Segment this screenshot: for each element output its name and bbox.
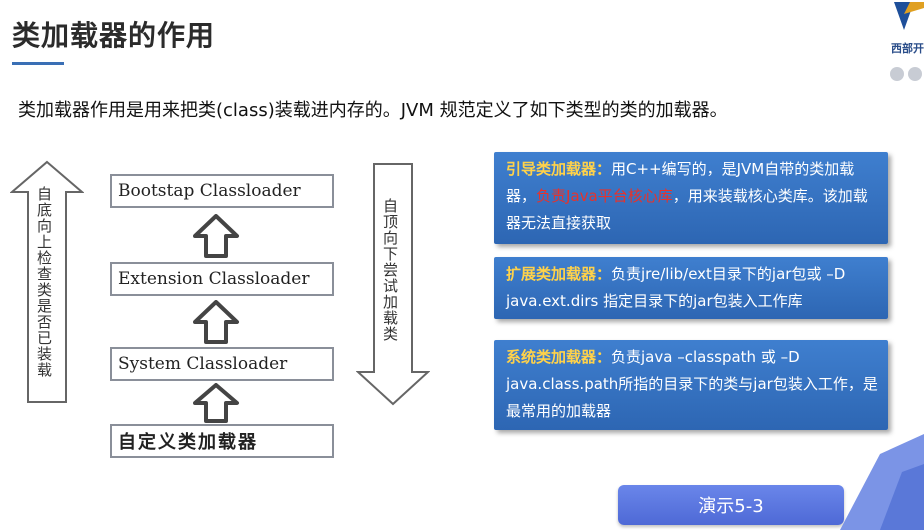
up-arrow-icon xyxy=(193,300,239,344)
bootstrap-classloader-box: Bootstap Classloader xyxy=(110,174,334,208)
custom-classloader-box: 自定义类加载器 xyxy=(110,424,334,458)
bootstrap-text-2: ，用来装载核心类库。该加载器无法直接获取 xyxy=(506,187,868,232)
nav-dot xyxy=(908,67,922,81)
demo-button[interactable]: 演示5-3 xyxy=(618,485,844,525)
slide-subtitle: 类加载器作用是用来把类(class)装载进内存的。JVM 规范定义了如下类型的类… xyxy=(18,100,728,121)
top-down-arrow-icon xyxy=(356,163,430,406)
left-arrow-label: 自底向上检查类是否已装载 xyxy=(35,186,53,378)
system-info-box: 系统类加载器：负责java –classpath 或 –D java.class… xyxy=(494,340,888,430)
brand-logo xyxy=(880,0,924,90)
bootstrap-heading: 引导类加载器： xyxy=(506,160,612,178)
up-arrow-icon xyxy=(193,214,239,258)
title-underline xyxy=(12,62,64,65)
system-heading: 系统类加载器： xyxy=(506,348,612,366)
logo-text: 西部开 xyxy=(891,42,924,55)
bootstrap-highlight: 负责Java平台核心库 xyxy=(536,187,673,205)
system-classloader-box: System Classloader xyxy=(110,347,334,381)
bootstrap-info-box: 引导类加载器：用C++编写的，是JVM自带的类加载器，负责Java平台核心库，用… xyxy=(494,152,888,244)
extension-info-box: 扩展类加载器：负责jre/lib/ext目录下的jar包或 –D java.ex… xyxy=(494,257,888,319)
right-arrow-label: 自顶向下尝试加载类 xyxy=(381,198,399,342)
slide-title: 类加载器的作用 xyxy=(12,19,216,52)
bootstrap-text: 用C++编写的，是JVM自带的类加载器， xyxy=(506,160,855,205)
extension-classloader-box: Extension Classloader xyxy=(110,262,334,296)
system-text: 负责java –classpath 或 –D java.class.path所指… xyxy=(506,348,878,420)
brand-logo-icon xyxy=(894,2,924,30)
extension-heading: 扩展类加载器： xyxy=(506,265,612,283)
up-arrow-icon xyxy=(193,383,239,423)
nav-dot xyxy=(890,67,904,81)
corner-decoration xyxy=(840,434,924,530)
extension-text: 负责jre/lib/ext目录下的jar包或 –D java.ext.dirs … xyxy=(506,265,846,310)
bottom-up-arrow-icon xyxy=(10,160,84,403)
slide-nav-dots xyxy=(886,66,922,85)
